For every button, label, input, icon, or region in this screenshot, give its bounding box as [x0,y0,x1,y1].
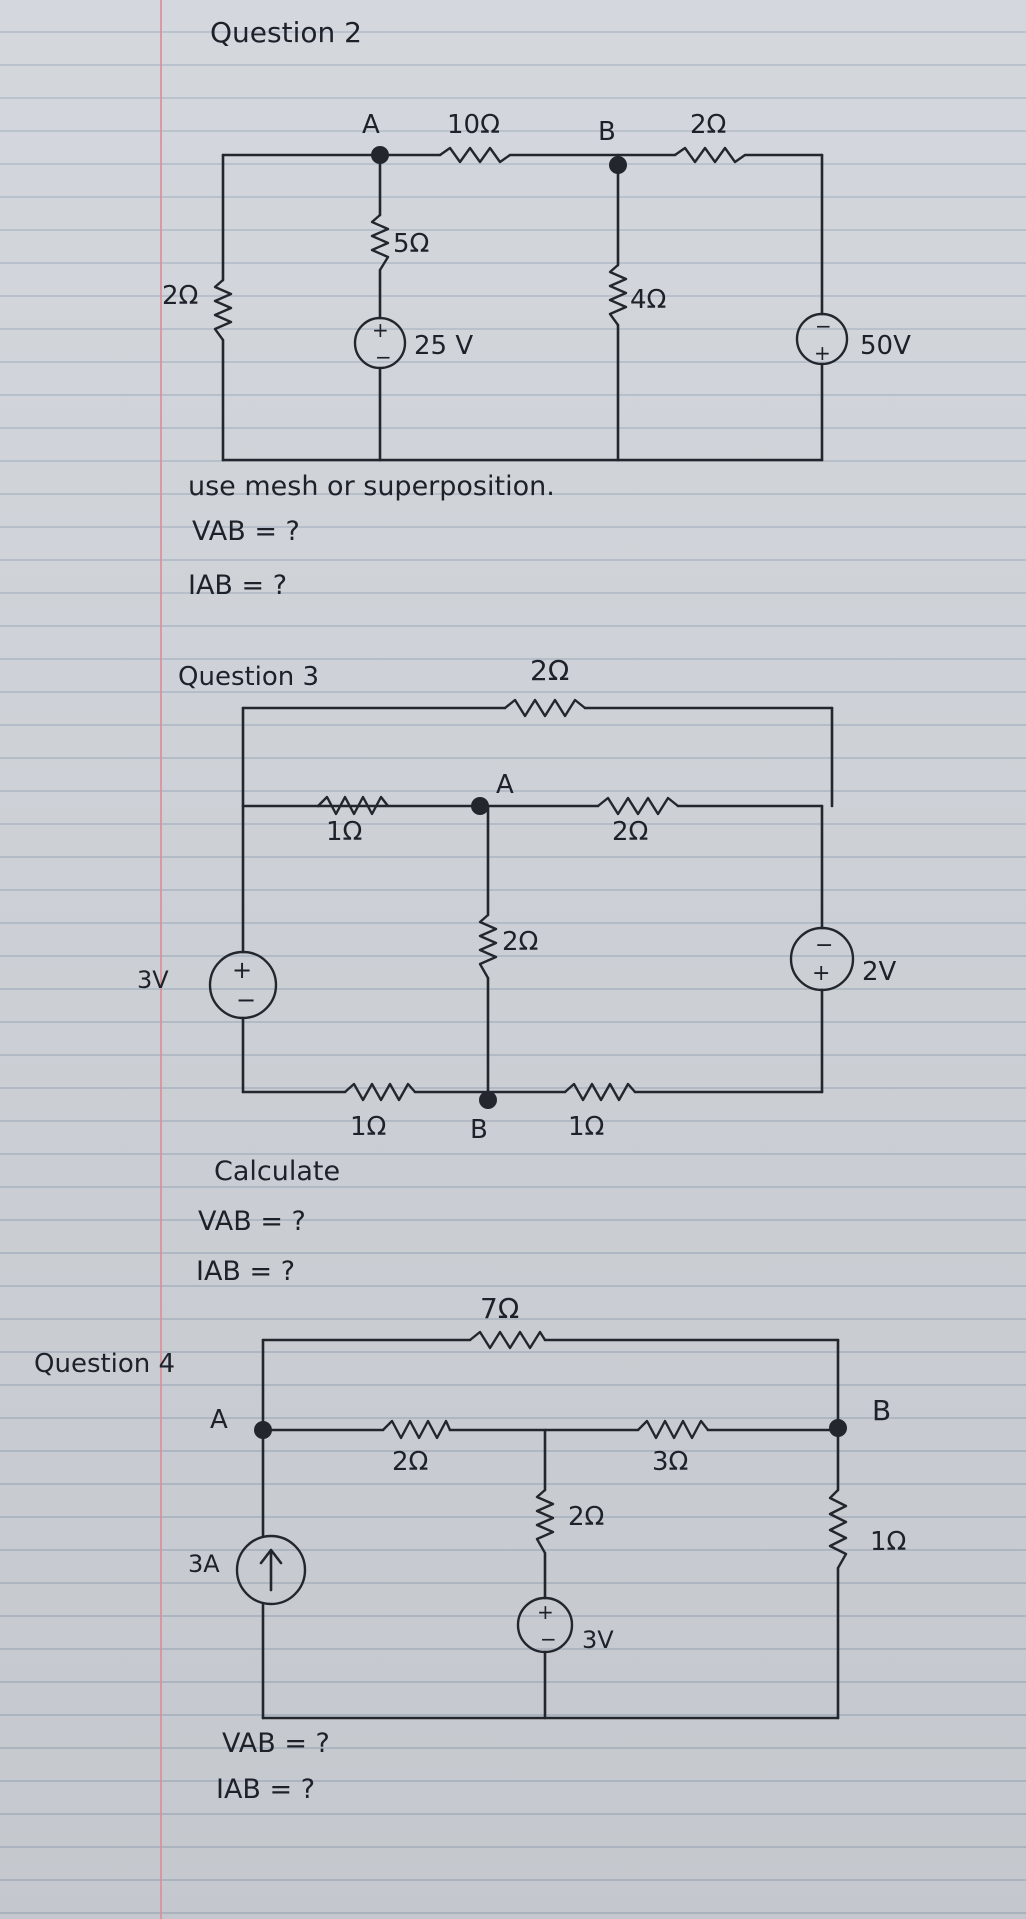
q2-resistor-10 [439,146,511,164]
q3-wire-right [820,706,834,1094]
q3-label-2-mid: 2Ω [612,817,648,847]
q2-label-50v: 50V [860,331,911,361]
q3-label-2v: 2V [862,957,897,987]
q2-label-10: 10Ω [447,110,500,140]
q3-node-a [471,797,489,815]
q4-label-b: B [872,1394,891,1427]
q4-resistor-2-vert [535,1489,555,1554]
q2-iab: IAB = ? [188,570,287,601]
q3-resistor-2-vert [478,914,498,979]
q3-voltage-source-3 [208,950,278,1020]
q4-plus-icon: + [537,1600,554,1624]
q2-resistor-4 [608,264,628,326]
q2-label-b: B [598,117,616,147]
q4-vab: VAB = ? [222,1728,330,1759]
q2-label-2-top: 2Ω [690,110,726,140]
q4-title: Question 4 [34,1349,175,1379]
q2-minus-icon: − [375,345,392,369]
q2-title: Question 2 [210,16,362,49]
q3-resistor-2-top [504,698,586,718]
q2-label-4: 4Ω [630,285,666,315]
q3-resistor-2-mid [597,796,679,816]
q3-node-b [479,1091,497,1109]
q3-label-3v: 3V [137,966,169,994]
q4-minus-icon: − [540,1627,557,1651]
q4-node-b [829,1419,847,1437]
q3-minus-icon-right: − [815,933,833,958]
q4-iab: IAB = ? [216,1774,315,1805]
q4-label-2-mid: 2Ω [392,1447,428,1477]
q2-plus-icon-right: + [814,341,831,365]
q4-label-1: 1Ω [870,1527,906,1557]
q2-voltage-source-25 [353,316,407,370]
q3-resistor-1-bottom-right [564,1082,636,1102]
q3-label-1-mid: 1Ω [326,817,362,847]
q4-voltage-source-3 [516,1596,574,1654]
q2-resistor-2-top [674,146,746,164]
q4-label-3v: 3V [582,1626,614,1654]
q3-resistor-1-bottom-left [344,1082,416,1102]
q4-resistor-7 [469,1330,547,1350]
q4-resistor-3 [637,1419,709,1440]
q4-label-a: A [210,1405,228,1435]
q4-node-a [254,1421,272,1439]
q3-iab: IAB = ? [196,1256,295,1287]
q3-instruction: Calculate [214,1156,340,1187]
margin-line [160,0,162,1919]
q4-current-source [235,1534,307,1606]
q4-label-2-vert: 2Ω [568,1502,604,1532]
q4-arrow-up-icon [259,1548,283,1592]
question-3: Question 3 + − − + [137,654,897,1287]
q2-node-a [371,146,389,164]
q3-label-2-top: 2Ω [530,654,569,687]
q3-label-b: B [470,1115,488,1145]
q3-resistor-1-mid [317,795,389,816]
q3-label-2-vert: 2Ω [502,927,538,957]
q4-label-3: 3Ω [652,1447,688,1477]
q2-resistor-5 [370,214,390,271]
q2-label-a: A [362,110,380,140]
q3-plus-icon-right: + [812,961,830,986]
q4-label-7: 7Ω [480,1292,519,1325]
q2-instruction: use mesh or superposition. [188,471,555,502]
q2-label-2-left: 2Ω [162,281,198,311]
q4-label-3a: 3A [188,1550,220,1578]
q2-voltage-source-50 [795,312,849,366]
q2-label-5: 5Ω [393,229,429,259]
q3-voltage-source-2 [789,926,855,992]
q2-minus-icon-right: − [815,314,832,338]
q2-node-b [609,156,627,174]
q2-vab: VAB = ? [192,516,300,547]
question-4: Question 4 + − [34,1292,906,1805]
q3-vab: VAB = ? [198,1206,306,1237]
q3-plus-icon: + [232,956,252,984]
q2-plus-icon: + [372,318,389,342]
q3-label-1-bottom-right: 1Ω [568,1112,604,1142]
q3-label-a: A [496,770,514,800]
question-2: Question 2 + − − + [162,16,911,601]
q3-label-1-bottom-left: 1Ω [350,1112,386,1142]
q3-minus-icon: − [236,986,256,1014]
q2-label-25v: 25 V [414,331,473,361]
q4-resistor-1 [828,1489,848,1569]
q2-resistor-2-left [213,279,233,341]
q4-resistor-2-mid [382,1419,452,1440]
q3-title: Question 3 [178,662,319,692]
